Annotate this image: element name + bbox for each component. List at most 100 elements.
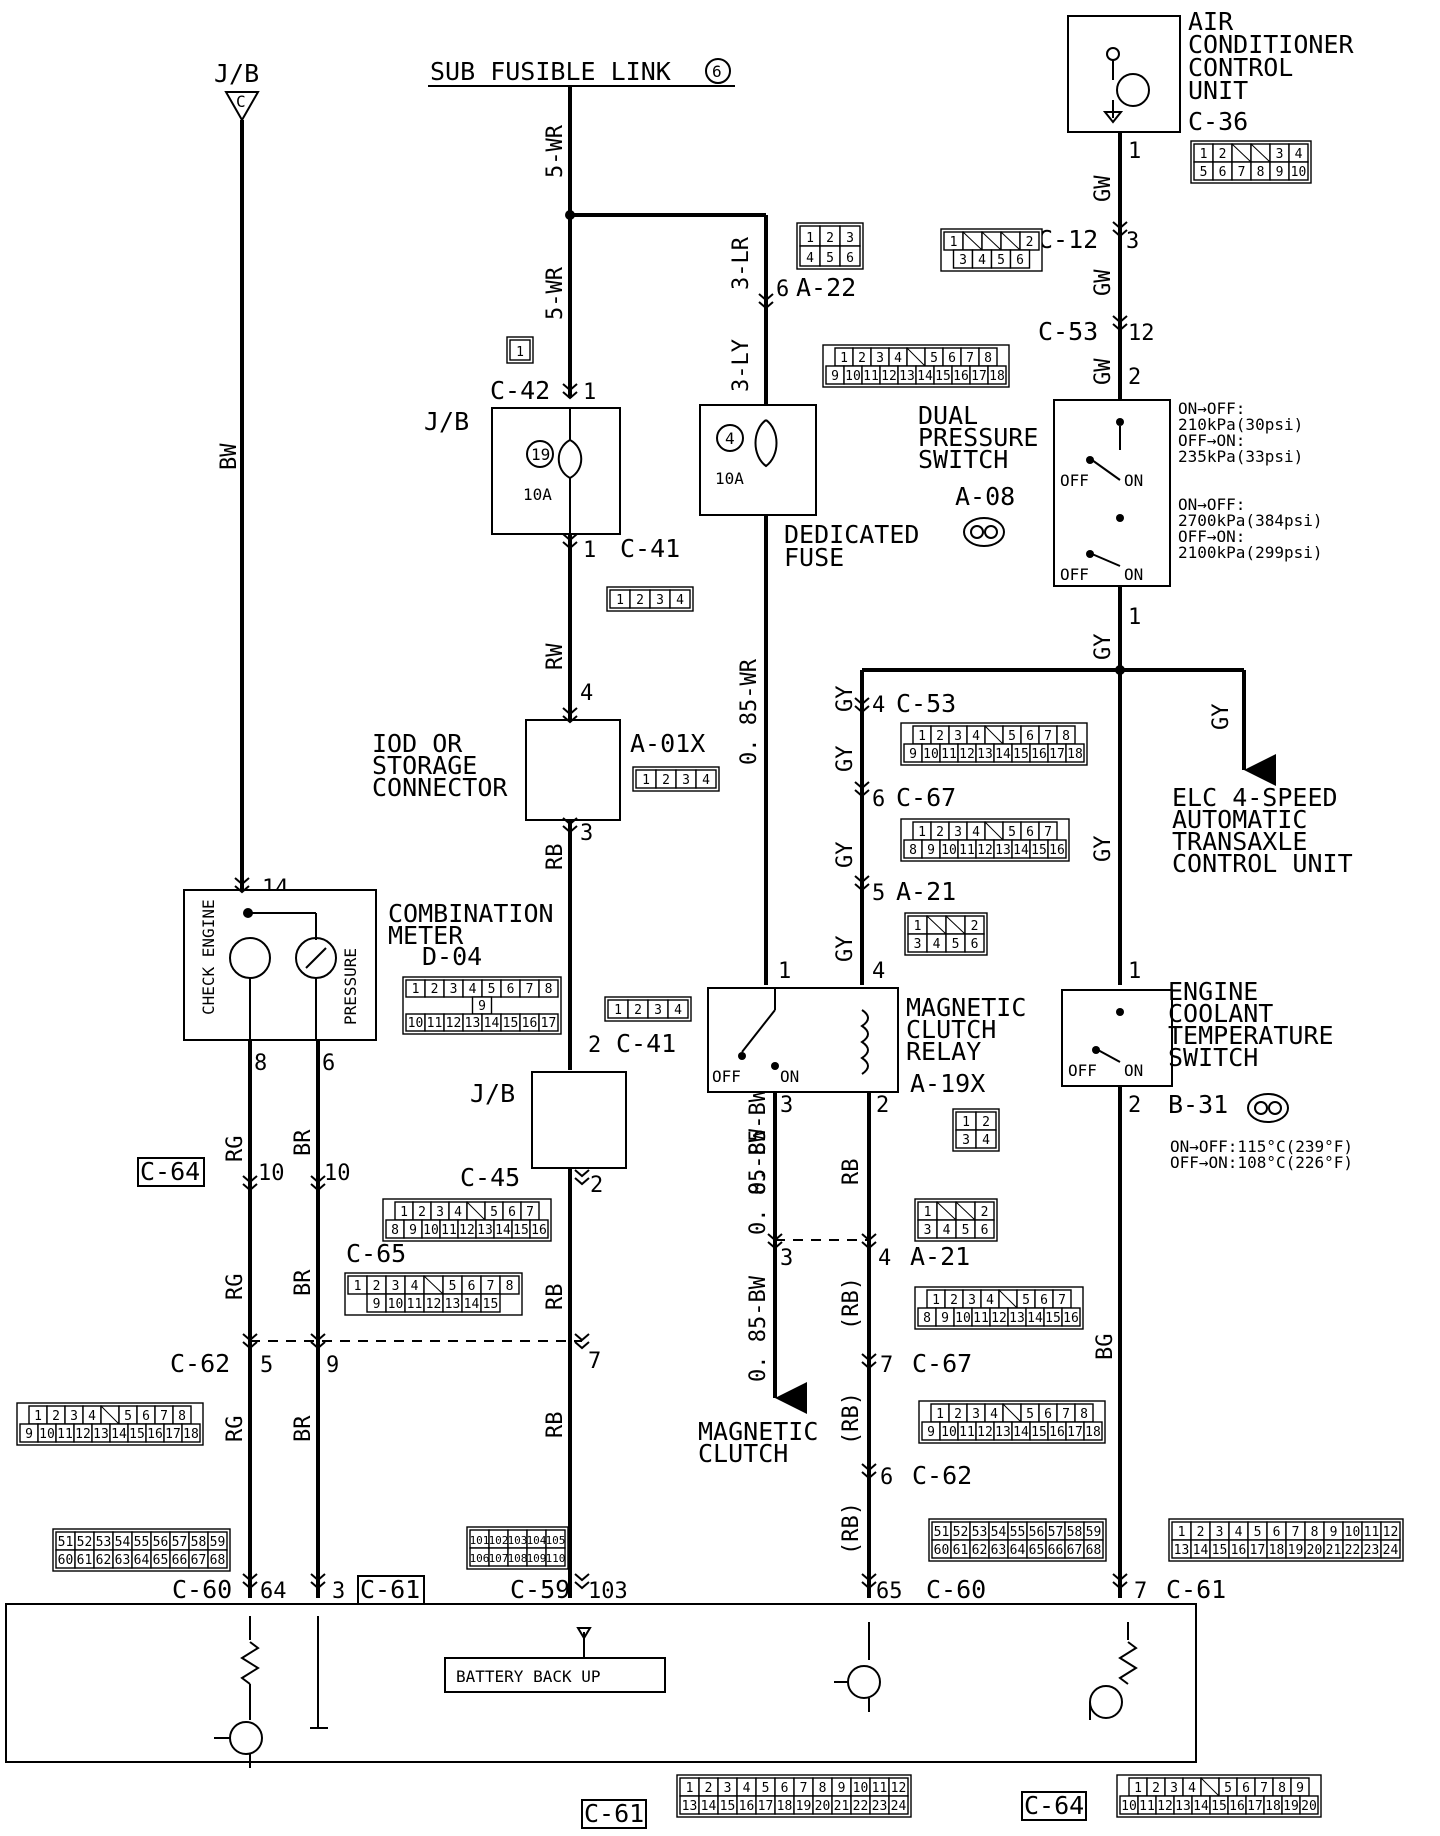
connector-pin-number: 63	[991, 1543, 1007, 1558]
marker-c62-7	[574, 1333, 590, 1350]
dedicated-fuse-number: 4	[725, 429, 735, 448]
connector-pin-number: 23	[872, 1799, 888, 1814]
connector-pin-number: 10	[955, 1311, 971, 1326]
connector-pin-number: 6	[1219, 165, 1227, 180]
c67-mid-pin: 6	[872, 787, 885, 812]
connector-pin-cell	[1009, 249, 1031, 269]
connector-pin-number: 62	[96, 1553, 112, 1568]
connector-pin-number: 10	[923, 747, 939, 762]
dedicated-fuse-label-2: FUSE	[784, 543, 844, 572]
wire-rb-1: RB	[543, 844, 568, 871]
connector-pin-number: 54	[991, 1525, 1007, 1540]
connector-pin-number: 18	[1067, 747, 1083, 762]
connector-pin-number: 18	[989, 369, 1005, 384]
connector-pin-number: 19	[1288, 1543, 1304, 1558]
connector-pin-number: 5	[1022, 1293, 1030, 1308]
coolant-line-4: SWITCH	[1168, 1043, 1258, 1072]
wire-bg: BG	[1093, 1334, 1118, 1361]
connector-pin-number: 3	[436, 1205, 444, 1220]
connector-pin-number: 3	[914, 937, 922, 952]
d04-label: D-04	[422, 942, 482, 971]
connector-pin-number: 2	[971, 919, 979, 934]
connector-pin-number: 1	[924, 1205, 932, 1220]
connector-pin-number: 11	[863, 369, 879, 384]
connector-pin-number: 17	[1247, 1799, 1263, 1814]
c45-pin: 2	[590, 1173, 603, 1198]
c62-left-pin-7: 7	[588, 1349, 601, 1374]
connector-pin-number: 8	[391, 1223, 399, 1238]
elc-line-3: TRANSAXLE	[1172, 827, 1307, 856]
wire-gy-relay: GY	[833, 936, 858, 963]
connector-pin-number: 3	[392, 1279, 400, 1294]
c61-mid-frame	[357, 1575, 425, 1605]
connector-pin-number: 4	[982, 1133, 990, 1148]
connector-pin-number: 2	[373, 1279, 381, 1294]
connector-blank-mark	[936, 1201, 957, 1221]
a21-low-pin-4: 4	[878, 1246, 891, 1271]
connector-pin-number: 51	[58, 1535, 74, 1550]
connector-chevron-icon	[1112, 1573, 1128, 1590]
wire-5wr-a: 5-WR	[543, 124, 568, 178]
wire-gy-c53: GY	[833, 686, 858, 713]
connector-pin-number: 3	[846, 231, 854, 246]
wire-rb-paren-3: (RB)	[839, 1502, 864, 1555]
battery-backup-label: BATTERY BACK UP	[456, 1667, 601, 1686]
connector-pin-number: 6	[507, 982, 515, 997]
connector-pin-number: 16	[1049, 1425, 1065, 1440]
a21-top-label: A-21	[896, 877, 956, 906]
wire-085bw-b: 0. 85-BW	[746, 1128, 771, 1235]
ecu-output-transistor-icon	[834, 1622, 881, 1712]
c64-side-label: C-64	[140, 1157, 200, 1186]
connector-pin-number: 10	[388, 1297, 404, 1312]
sub-fusible-link: SUB FUSIBLE LINK 6	[428, 57, 735, 87]
connector-pin-number: 6	[971, 937, 979, 952]
connector-pin-number: 52	[953, 1525, 969, 1540]
connector-pin-number: 4	[702, 773, 710, 788]
connector-pin-number: 1	[516, 345, 524, 360]
connector-pin-number: 10	[853, 1781, 869, 1796]
dps-spec2-c: OFF→ON:	[1178, 527, 1245, 546]
elc-line-4: CONTROL UNIT	[1172, 849, 1353, 878]
connector-pin-number: 13	[465, 1016, 481, 1031]
connector-blank-mark	[1231, 143, 1252, 163]
connector-blank-mark	[962, 231, 983, 251]
connector-pin-number: 10	[408, 1016, 424, 1031]
relay-line-2: CLUTCH	[906, 1015, 996, 1044]
marker-d04	[234, 877, 250, 894]
connector-chevron-icon	[242, 1333, 258, 1350]
connector-pin-number: 56	[153, 1535, 169, 1550]
connector-pin-number: 1	[1134, 1781, 1142, 1796]
connector-pin-number: 52	[77, 1535, 93, 1550]
marker-c62-right	[861, 1463, 877, 1480]
connector-chevron-icon	[574, 1169, 590, 1186]
connector-pin-number: 18	[1085, 1425, 1101, 1440]
dual-pressure-switch: OFF ON OFF ON DUAL PRESSURE SWITCH ON→OF…	[918, 399, 1323, 630]
a19x-pin-3: 3	[780, 1093, 793, 1118]
connector-pin-number: 6	[1242, 1781, 1250, 1796]
marker-c60-right	[861, 1573, 877, 1590]
connector-pin-number: 22	[853, 1799, 869, 1814]
connector-pin-number: 19	[1283, 1799, 1299, 1814]
connector-chevron-icon	[562, 707, 578, 724]
connector-pin-number: 5	[930, 351, 938, 366]
c12-pin: 3	[1126, 229, 1139, 254]
connector-pin-number: 11	[441, 1223, 457, 1238]
dedicated-fuse: 4 10A DEDICATED FUSE	[699, 404, 919, 572]
c53-top-label: C-53	[1038, 317, 1098, 346]
connector-pin-cell	[839, 245, 861, 267]
wire-br-1: BR	[291, 1129, 316, 1156]
connector-pin-number: 8	[545, 982, 553, 997]
connector-pin-number: 10	[941, 1425, 957, 1440]
wire-rb-3: RB	[543, 1412, 568, 1439]
connector-pin-number: 3	[450, 982, 458, 997]
elc-transaxle-control-unit: ELC 4-SPEED AUTOMATIC TRANSAXLE CONTROL …	[1172, 783, 1353, 878]
transistor-icon	[1116, 73, 1150, 107]
connector-pin-number: 1	[1200, 147, 1208, 162]
connector-pin-number: 1	[616, 593, 624, 608]
coolant-switch-contact-icon	[1097, 1049, 1121, 1063]
